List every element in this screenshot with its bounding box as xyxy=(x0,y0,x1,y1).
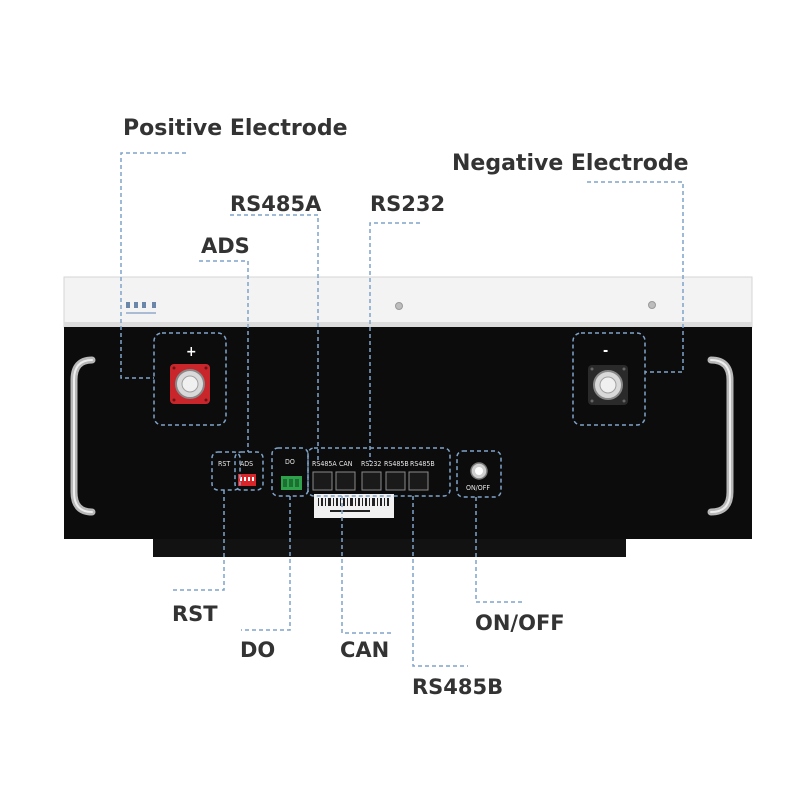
panel-can-text: CAN xyxy=(339,460,353,468)
panel-onoff-text: ON/OFF xyxy=(466,484,490,492)
do-connector xyxy=(281,476,302,490)
cover-small-marks xyxy=(126,302,156,314)
negative-sign: - xyxy=(603,343,609,359)
leader-rst xyxy=(171,490,225,591)
rs232-label: RS232 xyxy=(370,192,446,216)
leader-ads xyxy=(199,260,249,452)
panel-rs485b-text-1: RS485B xyxy=(384,460,409,468)
rst-label: RST xyxy=(172,602,218,626)
panel-do-text: DO xyxy=(285,458,295,466)
box-ports xyxy=(307,447,451,497)
ads-label: ADS xyxy=(201,234,250,258)
do-label: DO xyxy=(240,638,276,662)
rs485b-label: RS485B xyxy=(412,675,504,699)
panel-rs232-text: RS232 xyxy=(361,460,382,468)
leader-rs485b xyxy=(412,496,468,667)
panel-ads-text: ADS xyxy=(240,460,254,468)
box-do xyxy=(271,447,309,497)
left-handle xyxy=(70,356,96,516)
panel-rst-text: RST xyxy=(218,460,231,468)
top-cover-edge xyxy=(64,322,752,328)
cover-screw-left xyxy=(395,302,403,310)
leader-negative xyxy=(587,181,684,373)
leader-lines xyxy=(120,152,684,667)
leader-onoff xyxy=(475,497,524,603)
positive-electrode-label: Positive Electrode xyxy=(123,116,348,141)
top-cover xyxy=(63,276,753,328)
panel-rs485a-text: RS485A xyxy=(312,460,337,468)
box-rst xyxy=(211,451,241,491)
positive-terminal xyxy=(170,364,210,404)
box-ads xyxy=(234,451,264,491)
right-handle xyxy=(707,356,734,516)
positive-sign: + xyxy=(186,344,197,360)
front-panel xyxy=(64,327,752,539)
box-positive xyxy=(153,332,227,426)
rj45-ports xyxy=(312,471,429,491)
highlight-boxes xyxy=(153,332,646,498)
box-negative xyxy=(572,332,646,426)
rs485a-label: RS485A xyxy=(230,192,322,216)
leader-rs485a xyxy=(230,214,319,462)
leader-rs232 xyxy=(369,222,420,462)
negative-terminal xyxy=(588,365,628,405)
leader-do xyxy=(241,496,291,631)
leader-can xyxy=(341,496,393,634)
bottom-foot xyxy=(153,539,626,557)
on-off-label: ON/OFF xyxy=(475,611,565,635)
leader-positive xyxy=(120,152,186,379)
negative-electrode-label: Negative Electrode xyxy=(452,151,689,176)
panel-rs485b-text-2: RS485B xyxy=(410,460,435,468)
power-button xyxy=(470,462,488,480)
ads-dip-switch xyxy=(238,474,256,486)
can-label: CAN xyxy=(340,638,390,662)
box-onoff xyxy=(456,450,502,498)
cover-screw-right xyxy=(648,301,656,309)
barcode-label xyxy=(314,494,394,518)
